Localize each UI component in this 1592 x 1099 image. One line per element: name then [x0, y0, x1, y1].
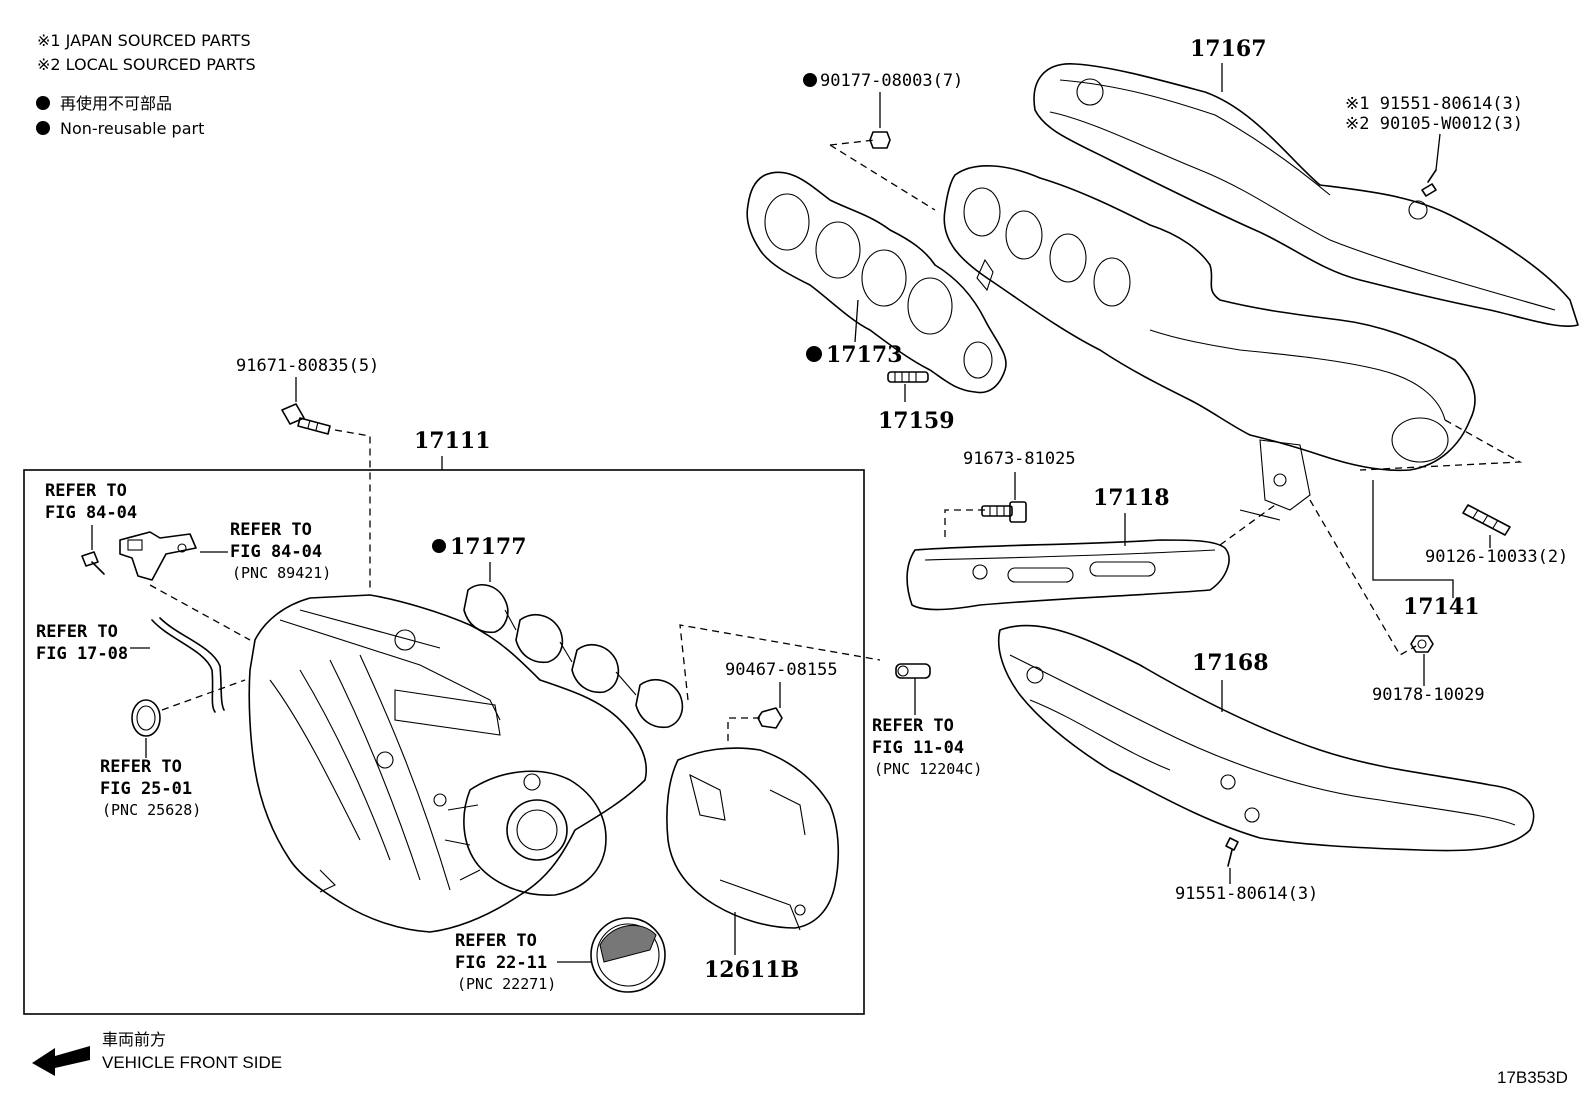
ref-11-04-line2[interactable]: FIG 11-04: [872, 738, 964, 758]
ref-25-01-pnc: (PNC 25628): [102, 801, 201, 819]
label-90105: ※2 90105-W0012(3): [1345, 114, 1523, 134]
ref-84-04a-line1[interactable]: REFER TO: [45, 481, 127, 501]
label-17141: 17141: [1403, 594, 1480, 620]
bolt-91673[interactable]: [981, 501, 1027, 523]
label-91551: 91551-80614(3): [1175, 884, 1318, 904]
note-japan-sourced: ※1 JAPAN SOURCED PARTS: [37, 31, 251, 50]
bolt-sensor[interactable]: [81, 551, 105, 575]
ref-22-11-line1[interactable]: REFER TO: [455, 931, 537, 951]
filled-circle-icon: [36, 96, 50, 110]
intake-assembly-frame: [23, 469, 865, 1015]
front-direction: 車両前方 VEHICLE FRONT SIDE: [32, 1030, 282, 1076]
ref-17-08-line1[interactable]: REFER TO: [36, 622, 118, 642]
ref-11-04-line1[interactable]: REFER TO: [872, 716, 954, 736]
hose-clamp[interactable]: [131, 699, 161, 737]
ref-22-11-pnc: (PNC 22271): [457, 975, 556, 993]
label-90467: 90467-08155: [725, 660, 838, 680]
nut-90178[interactable]: [1410, 635, 1434, 653]
label-91671: 91671-80835(5): [236, 356, 379, 376]
intake-gasket[interactable]: [463, 584, 684, 729]
engine-cover-12611b[interactable]: [666, 747, 840, 931]
intake-manifold[interactable]: [248, 594, 647, 933]
ref-25-01-line1[interactable]: REFER TO: [100, 757, 182, 777]
label-17168: 17168: [1192, 650, 1269, 676]
legend: ※1 JAPAN SOURCED PARTS ※2 LOCAL SOURCED …: [36, 31, 256, 138]
label-17177: 17177: [450, 534, 527, 560]
label-90177: 90177-08003(7): [820, 71, 963, 91]
bolt-91551-upper[interactable]: [1421, 169, 1437, 197]
ref-25-01-line2[interactable]: FIG 25-01: [100, 779, 192, 799]
heat-insulator-upper[interactable]: [1033, 63, 1579, 327]
filled-circle-icon: [36, 121, 50, 135]
ref-22-11-line2[interactable]: FIG 22-11: [455, 953, 547, 973]
ref-84-04a-line2[interactable]: FIG 84-04: [45, 503, 137, 523]
ref-84-04b-line2[interactable]: FIG 84-04: [230, 542, 322, 562]
map-sensor[interactable]: [119, 531, 197, 581]
label-91673: 91673-81025: [963, 449, 1076, 469]
label-90178: 90178-10029: [1372, 685, 1485, 705]
label-17111: 17111: [414, 428, 491, 454]
grommet-90467[interactable]: [757, 707, 783, 729]
label-90126: 90126-10033(2): [1425, 547, 1568, 567]
arrow-left-icon: [32, 1046, 90, 1076]
ref-84-04b-pnc: (PNC 89421): [232, 564, 331, 582]
ref-84-04b-line1[interactable]: REFER TO: [230, 520, 312, 540]
stud-17159[interactable]: [887, 371, 929, 383]
direction-en: VEHICLE FRONT SIDE: [102, 1053, 282, 1072]
label-17167: 17167: [1190, 36, 1267, 62]
ref-11-04-pnc: (PNC 12204C): [874, 760, 982, 778]
nut-90177[interactable]: [869, 131, 891, 149]
filled-circle-icon: [432, 539, 446, 553]
label-17118: 17118: [1093, 485, 1170, 511]
note-local-sourced: ※2 LOCAL SOURCED PARTS: [37, 55, 256, 74]
label-17173: 17173: [826, 342, 903, 368]
note-non-reusable-jp: 再使用不可部品: [60, 94, 172, 113]
filled-circle-icon: [806, 346, 822, 362]
throttle-body[interactable]: [444, 770, 607, 896]
figure-code: 17B353D: [1497, 1068, 1568, 1087]
note-non-reusable-en: Non-reusable part: [60, 119, 204, 138]
air-filter-element[interactable]: [590, 917, 666, 993]
ref-17-08-line2[interactable]: FIG 17-08: [36, 644, 128, 664]
direction-jp: 車両前方: [102, 1030, 166, 1049]
bolt-91671[interactable]: [281, 403, 331, 435]
label-91551-jp: ※1 91551-80614(3): [1345, 94, 1523, 114]
vsv-plug[interactable]: [895, 663, 931, 679]
heat-insulator-lower[interactable]: [997, 624, 1535, 852]
stud-90126[interactable]: [1462, 504, 1511, 536]
pcv-hose[interactable]: [151, 617, 225, 713]
bolt-91551-lower[interactable]: [1225, 837, 1239, 867]
exhaust-gasket[interactable]: [746, 171, 1007, 394]
label-17159: 17159: [878, 408, 955, 434]
label-12611b: 12611B: [704, 957, 799, 983]
filled-circle-icon: [803, 73, 817, 87]
exhaust-manifold[interactable]: [943, 165, 1476, 521]
manifold-stay-17118[interactable]: [906, 539, 1230, 611]
